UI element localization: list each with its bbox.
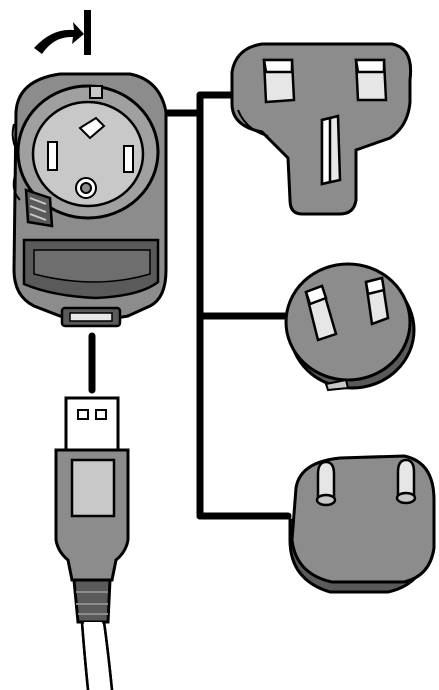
- eu-plug-pins: [315, 458, 417, 507]
- release-button: [24, 188, 54, 228]
- socket-holes: [47, 116, 134, 199]
- au-plug-icon: [284, 262, 412, 382]
- usb-strain-relief: [72, 578, 112, 624]
- socket-face: [31, 100, 145, 208]
- au-plug-adapter: [284, 262, 416, 392]
- charger-base: [11, 72, 168, 328]
- usb-a-connector-icon: [64, 396, 120, 452]
- uk-plug-adapter: [230, 42, 413, 216]
- clockwise-twist-icon: [34, 10, 91, 55]
- au-plug-pins: [304, 276, 390, 342]
- usb-port: [60, 306, 122, 328]
- eu-plug-adapter: [288, 454, 436, 594]
- connector-lines: [88, 91, 296, 520]
- uk-plug-pins: [262, 58, 388, 186]
- usb-cable: [54, 396, 130, 690]
